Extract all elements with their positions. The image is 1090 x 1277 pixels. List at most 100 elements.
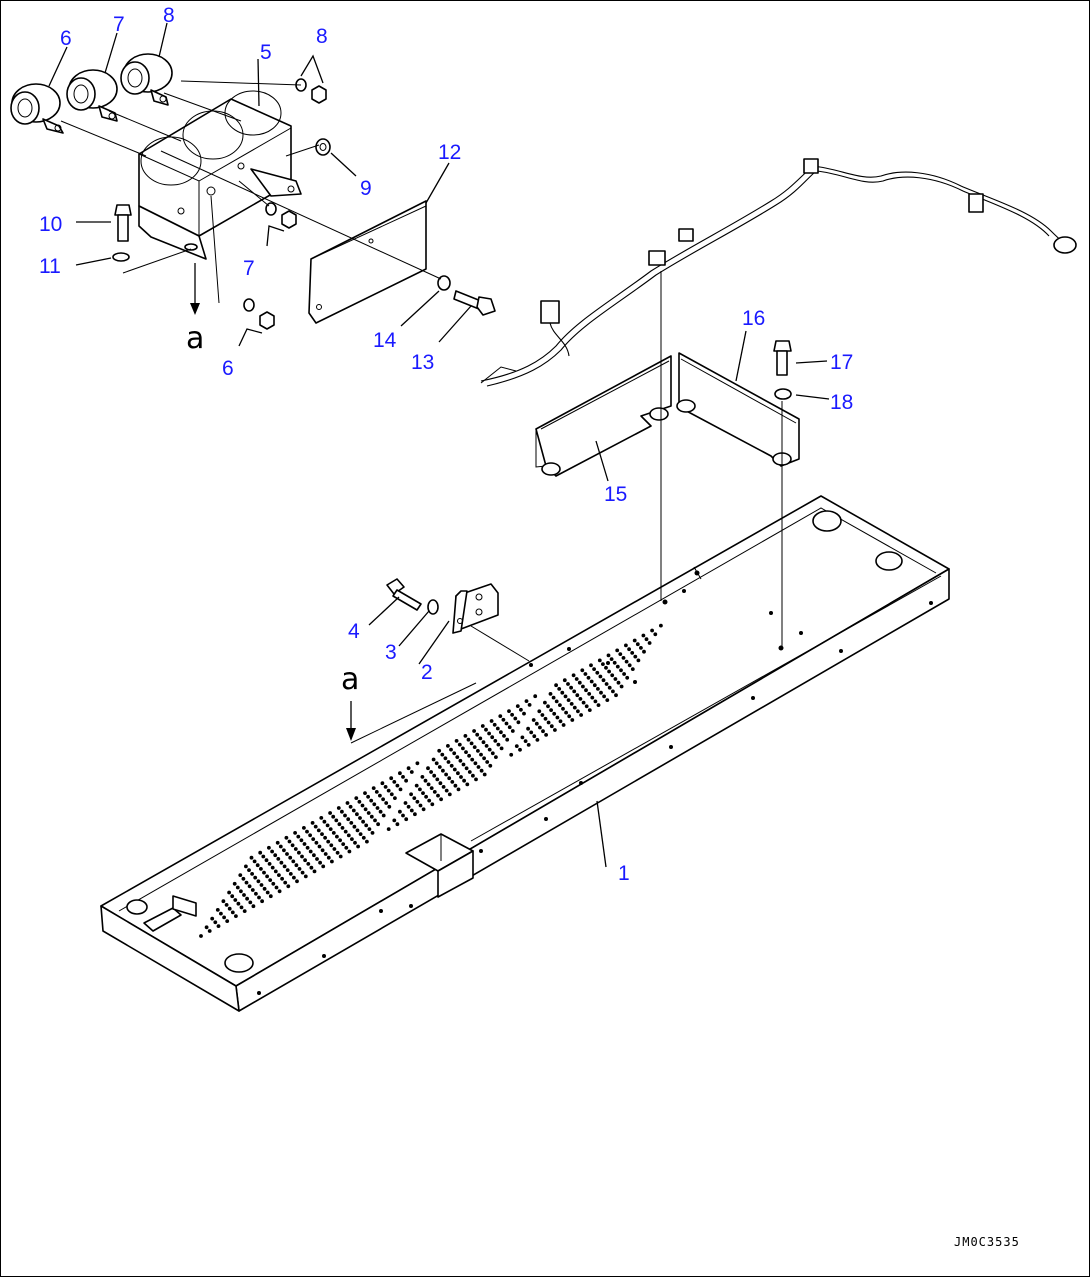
perforation-hole bbox=[481, 740, 486, 745]
gauge-part-6 bbox=[10, 83, 64, 134]
perforation-hole bbox=[356, 844, 360, 849]
perforation-hole bbox=[244, 880, 249, 885]
perforation-hole bbox=[496, 742, 501, 747]
callout-7-bottom: 7 bbox=[243, 257, 255, 280]
perforation-hole bbox=[267, 845, 271, 850]
perforation-hole bbox=[438, 781, 443, 786]
perforation-hole bbox=[435, 777, 440, 782]
perforation-hole bbox=[389, 776, 394, 781]
perforation-hole bbox=[398, 809, 402, 814]
perforation-hole bbox=[347, 849, 352, 854]
perforation-hole bbox=[490, 751, 495, 756]
perforation-hole bbox=[345, 801, 350, 805]
perforation-hole bbox=[566, 698, 571, 702]
perforation-hole bbox=[641, 633, 646, 638]
perforation-hole bbox=[465, 782, 470, 787]
perforation-hole bbox=[302, 826, 306, 830]
perforation-hole bbox=[589, 663, 593, 668]
perforation-hole bbox=[615, 664, 620, 669]
perforation-hole bbox=[358, 832, 363, 836]
perforation-hole bbox=[287, 839, 292, 844]
perforation-hole bbox=[514, 744, 519, 748]
perforation-hole bbox=[331, 814, 336, 819]
perforation-hole bbox=[338, 854, 343, 859]
perforation-hole bbox=[369, 814, 374, 819]
perforation-hole bbox=[409, 770, 414, 774]
perforation-hole bbox=[376, 822, 380, 827]
perforation-hole bbox=[251, 904, 256, 909]
perforation-hole bbox=[611, 689, 615, 694]
perforation-hole bbox=[326, 855, 331, 860]
perforation-hole bbox=[227, 906, 232, 911]
perforation-hole bbox=[283, 880, 288, 885]
perforation-hole bbox=[601, 662, 605, 666]
perforation-hole bbox=[303, 858, 307, 863]
perforation-hole bbox=[238, 873, 243, 877]
perforation-hole bbox=[343, 813, 347, 818]
perforation-hole bbox=[386, 827, 391, 831]
perforation-hole bbox=[518, 747, 522, 752]
perforation-hole bbox=[581, 684, 585, 689]
perforation-hole bbox=[461, 762, 466, 767]
perforation-hole bbox=[441, 785, 446, 789]
perforation-hole bbox=[392, 818, 397, 823]
perforation-hole bbox=[449, 763, 454, 768]
perforation-hole bbox=[247, 868, 251, 872]
perforation-hole bbox=[254, 891, 258, 896]
perforation-hole bbox=[575, 693, 580, 698]
perforation-hole bbox=[398, 787, 403, 792]
perforation-hole bbox=[354, 796, 359, 800]
perforation-hole bbox=[415, 761, 420, 766]
perforation-hole bbox=[434, 761, 439, 766]
perforation-hole bbox=[444, 772, 448, 777]
perforation-hole bbox=[230, 894, 235, 899]
perforation-hole bbox=[273, 869, 278, 874]
perforation-hole bbox=[622, 672, 626, 676]
perforation-hole bbox=[199, 934, 203, 938]
perforation-hole bbox=[571, 673, 576, 678]
perforation-hole bbox=[288, 855, 293, 860]
perforation-hole bbox=[326, 839, 331, 844]
perforation-hole bbox=[444, 788, 449, 793]
perforation-hole bbox=[351, 808, 356, 813]
perforation-hole bbox=[469, 741, 474, 746]
perforation-hole bbox=[624, 659, 629, 664]
perforation-hole bbox=[482, 772, 487, 777]
perforation-hole bbox=[647, 641, 652, 645]
perforation-hole bbox=[401, 775, 405, 779]
perforation-hole bbox=[584, 688, 588, 693]
perforation-hole bbox=[584, 704, 589, 709]
callout-4: 4 bbox=[348, 620, 360, 643]
perforation-hole bbox=[311, 837, 316, 841]
perforation-hole bbox=[210, 916, 215, 921]
perforation-hole bbox=[452, 767, 457, 772]
cover-plate-part-12 bbox=[308, 200, 427, 324]
perforation-hole bbox=[572, 705, 577, 710]
perforation-hole bbox=[561, 723, 566, 727]
perforation-hole bbox=[306, 862, 311, 866]
perforation-hole bbox=[386, 788, 391, 793]
perforation-hole bbox=[250, 888, 255, 892]
perforation-hole bbox=[317, 844, 322, 849]
perforation-hole bbox=[363, 791, 367, 795]
perforation-hole bbox=[493, 739, 498, 743]
perforation-hole bbox=[535, 738, 540, 742]
perforation-hole bbox=[441, 768, 445, 773]
perforation-hole bbox=[349, 821, 354, 825]
perforation-hole bbox=[282, 848, 286, 853]
perforation-hole bbox=[325, 823, 330, 828]
perforation-hole bbox=[524, 699, 529, 703]
perforation-hole bbox=[636, 658, 641, 663]
perforation-hole bbox=[321, 864, 326, 869]
perforation-hole bbox=[531, 718, 536, 722]
perforation-hole bbox=[650, 628, 654, 633]
perforation-hole bbox=[454, 739, 459, 743]
perforation-hole bbox=[274, 885, 279, 890]
perforation-hole bbox=[580, 668, 585, 673]
perforation-hole bbox=[479, 752, 483, 757]
perforation-hole bbox=[268, 894, 273, 899]
perforation-hole bbox=[276, 857, 281, 861]
perforation-hole bbox=[604, 665, 608, 670]
perforation-hole bbox=[581, 700, 586, 705]
